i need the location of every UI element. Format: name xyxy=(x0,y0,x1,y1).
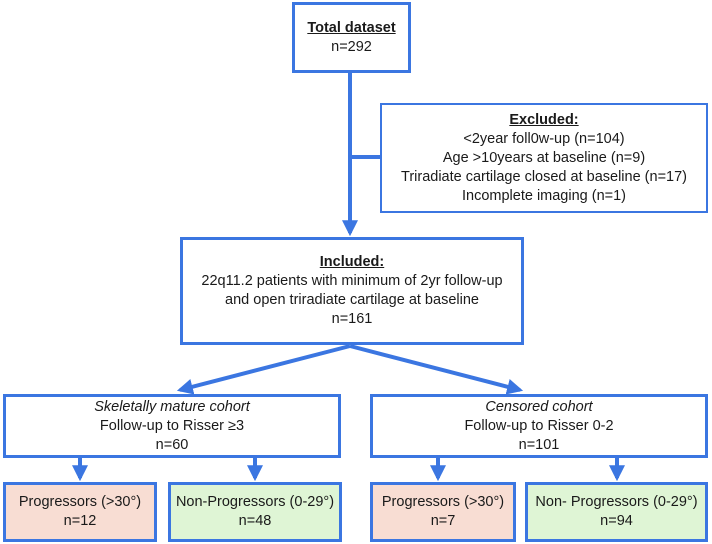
mature-cohort-followup: Follow-up to Risser ≥3 xyxy=(99,417,245,434)
excluded-title: Excluded: xyxy=(509,111,579,128)
censored-nonprogressors-box: Non- Progressors (0-29°) n=94 xyxy=(525,482,708,542)
mature-nonprogressors-label: Non-Progressors (0-29°) xyxy=(175,494,335,510)
total-dataset-box: Total dataset n=292 xyxy=(292,2,411,73)
mature-cohort-count: n=60 xyxy=(155,436,189,453)
excluded-box: Excluded: <2year foll0w-up (n=104) Age >… xyxy=(380,103,708,213)
excluded-reason: Triradiate cartilage closed at baseline … xyxy=(401,168,687,185)
included-line: 22q11.2 patients with minimum of 2yr fol… xyxy=(201,273,503,289)
total-dataset-count: n=292 xyxy=(331,38,372,55)
mature-nonprogressors-box: Non-Progressors (0-29°) n=48 xyxy=(168,482,342,542)
censored-cohort-count: n=101 xyxy=(518,436,560,453)
included-title: Included: xyxy=(319,254,385,270)
mature-progressors-box: Progressors (>30°) n=12 xyxy=(3,482,157,542)
censored-progressors-box: Progressors (>30°) n=7 xyxy=(370,482,516,542)
censored-cohort-followup: Follow-up to Risser 0-2 xyxy=(464,417,614,434)
included-line: and open triradiate cartilage at baselin… xyxy=(225,292,479,308)
excluded-reason: <2year foll0w-up (n=104) xyxy=(463,130,625,147)
censored-cohort-name: Censored cohort xyxy=(485,398,593,415)
included-box: Included: 22q11.2 patients with minimum … xyxy=(180,237,524,345)
censored-progressors-label: Progressors (>30°) xyxy=(381,494,505,510)
censored-nonprogressors-count: n=94 xyxy=(600,513,633,529)
total-dataset-title: Total dataset xyxy=(307,19,396,36)
arrow-included-to-mature xyxy=(176,344,351,395)
mature-nonprogressors-count: n=48 xyxy=(238,513,272,529)
censored-progressors-count: n=7 xyxy=(430,513,456,529)
censored-cohort-box: Censored cohort Follow-up to Risser 0-2 … xyxy=(370,394,708,458)
excluded-reason: Incomplete imaging (n=1) xyxy=(461,187,627,204)
included-count: n=161 xyxy=(331,311,373,327)
arrow-included-to-censored xyxy=(349,344,524,395)
excluded-reason: Age >10years at baseline (n=9) xyxy=(442,149,646,166)
mature-cohort-name: Skeletally mature cohort xyxy=(94,398,250,415)
censored-nonprogressors-label: Non- Progressors (0-29°) xyxy=(535,494,698,510)
mature-progressors-count: n=12 xyxy=(63,513,97,529)
mature-progressors-label: Progressors (>30°) xyxy=(18,494,142,510)
mature-cohort-box: Skeletally mature cohort Follow-up to Ri… xyxy=(3,394,341,458)
